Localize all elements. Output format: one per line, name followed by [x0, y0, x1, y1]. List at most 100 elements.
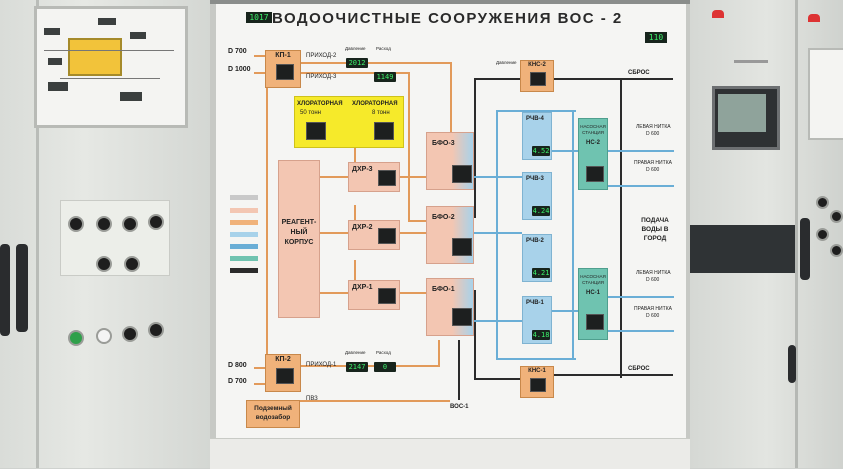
reagent-building[interactable]	[278, 160, 320, 318]
ns-monitor	[586, 166, 604, 182]
knob-icon[interactable]	[122, 216, 138, 232]
kp1-prihod-mid: ПРИХОД-3	[306, 74, 337, 80]
input-label: D 1000	[228, 66, 251, 73]
pipe	[620, 78, 622, 378]
col-label: Расход	[376, 46, 391, 51]
dhr-label: ДХР-3	[352, 166, 373, 173]
mini-display	[98, 18, 116, 25]
kp1-label: КП-1	[275, 52, 291, 59]
knob-icon[interactable]	[830, 244, 843, 257]
kp1-monitor	[276, 64, 294, 80]
chlor-monitor	[374, 122, 394, 140]
knob-icon[interactable]	[816, 228, 829, 241]
pipe	[552, 310, 580, 312]
kp2-prihod: ПРИХОД-1	[306, 362, 337, 368]
kp1-display: 1149	[374, 72, 396, 82]
col-label: Расход	[376, 350, 391, 355]
chlor-left-sub: 50 тонн	[300, 110, 321, 116]
knob-icon[interactable]	[122, 326, 138, 342]
pipe	[608, 150, 674, 152]
underground-label: Подземный водозабор	[254, 405, 292, 421]
bottom-sbros: СБРОС	[628, 366, 650, 372]
legend-swatch	[230, 195, 258, 200]
knob-icon[interactable]	[148, 214, 164, 230]
pipe	[300, 72, 410, 74]
handle-icon[interactable]	[16, 244, 28, 332]
kns-label: КНС-1	[528, 368, 546, 374]
pipe	[320, 292, 348, 294]
pipe	[400, 292, 426, 294]
rchv-label: РЧВ-1	[526, 300, 544, 306]
mini-tank-icon	[68, 38, 122, 76]
knob-icon[interactable]	[816, 196, 829, 209]
pipe	[400, 176, 426, 178]
pipe	[320, 176, 348, 178]
pipe	[553, 374, 673, 376]
lamp-icon	[808, 14, 820, 22]
kns-monitor	[530, 72, 546, 86]
pipe	[458, 340, 460, 400]
pipe	[300, 400, 450, 402]
dhr-monitor	[378, 170, 396, 186]
rchv-label: РЧВ-2	[526, 238, 544, 244]
legend-swatch	[230, 220, 258, 225]
kp1-display: 2012	[346, 58, 368, 68]
rchv-value: 4.52	[532, 146, 550, 156]
handle-icon[interactable]	[788, 345, 796, 383]
kp2-label: КП-2	[275, 356, 291, 363]
top-sbros: СБРОС	[628, 70, 650, 76]
knob-icon[interactable]	[830, 210, 843, 223]
mini-display	[48, 82, 68, 91]
right-line-2: ПРАВАЯ НИТКА	[634, 306, 672, 312]
input-label: D 800	[228, 362, 247, 369]
dhr-label: ДХР-1	[352, 284, 373, 291]
legend-swatch	[230, 244, 258, 249]
legend-swatch	[230, 256, 258, 261]
ns-sub: НАСОСНАЯ СТАНЦИЯ	[580, 124, 606, 135]
reagent-label: РЕАГЕНТ- НЫЙ КОРПУС	[281, 219, 317, 246]
knob-icon[interactable]	[124, 256, 140, 272]
bfo-label: БФО-1	[432, 286, 455, 293]
ns-monitor	[586, 314, 604, 330]
pipe	[320, 232, 348, 234]
voc1-label: ВОС-1	[450, 404, 469, 410]
bfo-monitor	[452, 308, 472, 326]
underground-intake-block[interactable]	[246, 400, 300, 428]
left-line-1: ЛЕВАЯ НИТКА	[636, 124, 671, 130]
kp2-monitor	[276, 368, 294, 384]
ns-label: НС-2	[585, 140, 600, 146]
page-title: ВОДООЧИСТНЫЕ СООРУЖЕНИЯ ВОС - 2	[272, 10, 623, 27]
mini-display	[44, 28, 60, 35]
lamp-icon	[712, 10, 724, 18]
pipe	[572, 110, 574, 360]
bfo1-block[interactable]	[426, 278, 474, 336]
pipe	[608, 330, 674, 332]
pipe	[254, 367, 266, 369]
right-line-1: ПРАВАЯ НИТКА	[634, 160, 672, 166]
kns-monitor	[530, 378, 546, 392]
pipe	[553, 78, 673, 80]
handle-icon[interactable]	[0, 244, 10, 336]
knob-panel	[60, 200, 170, 276]
rchv-label: РЧВ-3	[526, 176, 544, 182]
knob-icon[interactable]	[68, 216, 84, 232]
left-cabinet-seam	[36, 0, 39, 468]
pipe	[474, 78, 520, 80]
rchv-value: 4.24	[532, 206, 550, 216]
knob-icon[interactable]	[96, 216, 112, 232]
mini-display	[48, 58, 62, 65]
right-line-1-d: D 600	[646, 167, 660, 173]
handle-icon[interactable]	[800, 218, 810, 280]
pipe	[474, 232, 522, 234]
kns-label: КНС-2	[528, 62, 546, 68]
green-lamp-icon[interactable]	[68, 330, 84, 346]
left-line-1-d: D 600	[646, 131, 660, 137]
title-left-display: 1017	[246, 12, 272, 23]
rchv-label: РЧВ-4	[526, 116, 544, 122]
white-button-icon[interactable]	[96, 328, 112, 344]
chlor-left-title: ХЛОРАТОРНАЯ	[297, 101, 343, 107]
pipe	[474, 378, 520, 380]
knob-icon[interactable]	[148, 322, 164, 338]
pipe	[474, 78, 476, 218]
knob-icon[interactable]	[96, 256, 112, 272]
